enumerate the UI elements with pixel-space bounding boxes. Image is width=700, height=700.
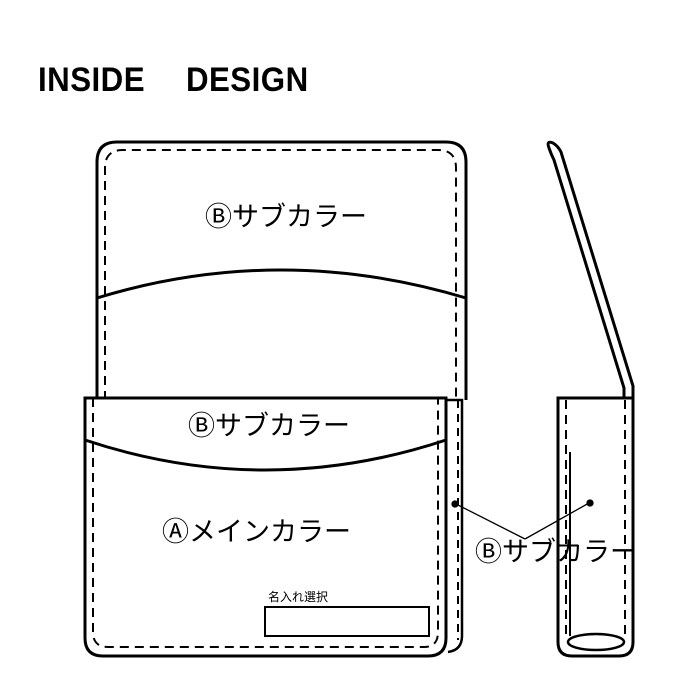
name-engrave-label: 名入れ選択 [268, 589, 328, 604]
pocket-sub-color-label: Ⓑサブカラー [188, 411, 350, 442]
pocket-top-curve [84, 438, 447, 472]
side-view [546, 140, 635, 658]
leader-lines [451, 499, 594, 540]
name-engrave-box [264, 606, 430, 637]
card-slot-curve [96, 268, 467, 300]
main-color-label: Ⓐメインカラー [162, 517, 351, 548]
upper-sub-color-label: Ⓑサブカラー [205, 202, 367, 233]
side-sub-color-label: Ⓑサブカラー [475, 537, 637, 568]
page-title: INSIDE DESIGN [38, 61, 309, 99]
side-gusset [446, 398, 464, 654]
front-pocket-stitching [92, 398, 439, 648]
back-panel-stitching [104, 149, 457, 400]
side-view-stitching [565, 400, 626, 636]
back-panel [95, 140, 468, 400]
